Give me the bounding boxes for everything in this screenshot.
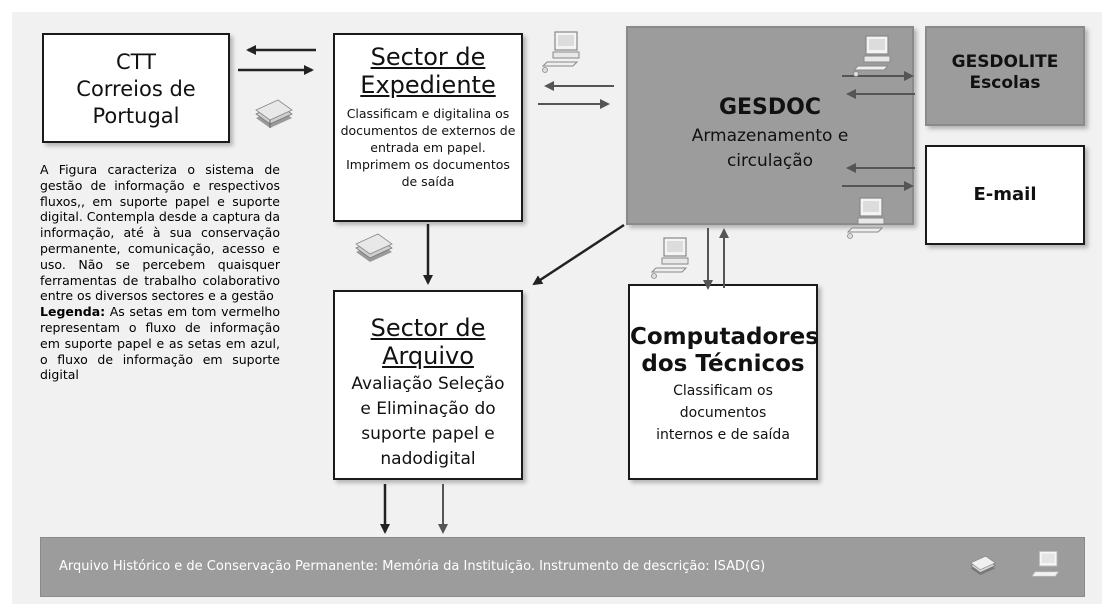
gesdolite-box: GESDOLITE Escolas: [925, 26, 1085, 126]
description-text: A Figura caracteriza o sistema de gestão…: [40, 162, 280, 304]
gesdoc-title: GESDOC: [718, 95, 822, 120]
arquivo-line2: e Eliminação do: [360, 399, 496, 419]
ctt-box: CTT Correios de Portugal: [42, 33, 230, 143]
gesdoc-line1: Armazenamento e: [691, 126, 849, 146]
computadores-line3: internos e de saída: [656, 427, 790, 443]
computadores-title2: dos Técnicos: [641, 351, 805, 377]
arquivo-title1: Sector de: [370, 314, 486, 342]
computer-icon: [846, 197, 885, 239]
computadores-line2: documentos: [679, 405, 767, 421]
email-label: E-mail: [973, 184, 1037, 205]
expediente-description: Classificam e digitalina os documentos d…: [340, 106, 516, 189]
arquivo-line3: suporte papel e: [361, 424, 495, 444]
legend-label: Legenda:: [40, 304, 106, 320]
computer-icon: [541, 31, 580, 73]
gesdolite-line2: Escolas: [969, 73, 1041, 93]
computer-icon: [650, 237, 689, 279]
expediente-title2: Expediente: [360, 71, 496, 99]
gesdoc-line2: circulação: [726, 151, 814, 171]
ctt-line1: CTT: [116, 50, 156, 74]
ctt-line3: Portugal: [92, 104, 180, 128]
ctt-line2: Correios de: [76, 77, 196, 101]
arquivo-line1: Avaliação Seleção: [351, 374, 505, 394]
paper-stack-icon: [970, 555, 996, 576]
computadores-title1: Computadores: [630, 324, 819, 350]
email-box: E-mail: [925, 145, 1085, 245]
gesdolite-line1: GESDOLITE: [951, 52, 1059, 72]
computadores-tecnicos-box: Computadores dos Técnicos Classificam os…: [628, 284, 819, 480]
arquivo-line4: nadodigital: [380, 449, 476, 469]
sector-arquivo-box: Sector de Arquivo Avaliação Seleção e El…: [333, 290, 523, 480]
paper-stack-icon: [255, 99, 293, 128]
legend-text: As setas em tom vermelho representam o f…: [40, 304, 280, 383]
arquivo-historico-text: Arquivo Histórico e de Conservação Perma…: [59, 559, 766, 574]
computadores-line1: Classificam os: [673, 383, 773, 399]
arrow-gesdoc-to-arquivo: [532, 223, 625, 286]
expediente-title1: Sector de: [370, 43, 486, 71]
paper-stack-icon: [355, 233, 393, 262]
figure-description: A Figura caracteriza o sistema de gestão…: [40, 162, 280, 383]
arquivo-title2: Arquivo: [382, 342, 474, 370]
computer-icon: [1031, 551, 1060, 577]
computer-icon: [852, 35, 891, 77]
sector-expediente-box: Sector de Expediente Classificam e digit…: [333, 33, 523, 222]
arquivo-historico-bar: Arquivo Histórico e de Conservação Perma…: [40, 537, 1085, 597]
